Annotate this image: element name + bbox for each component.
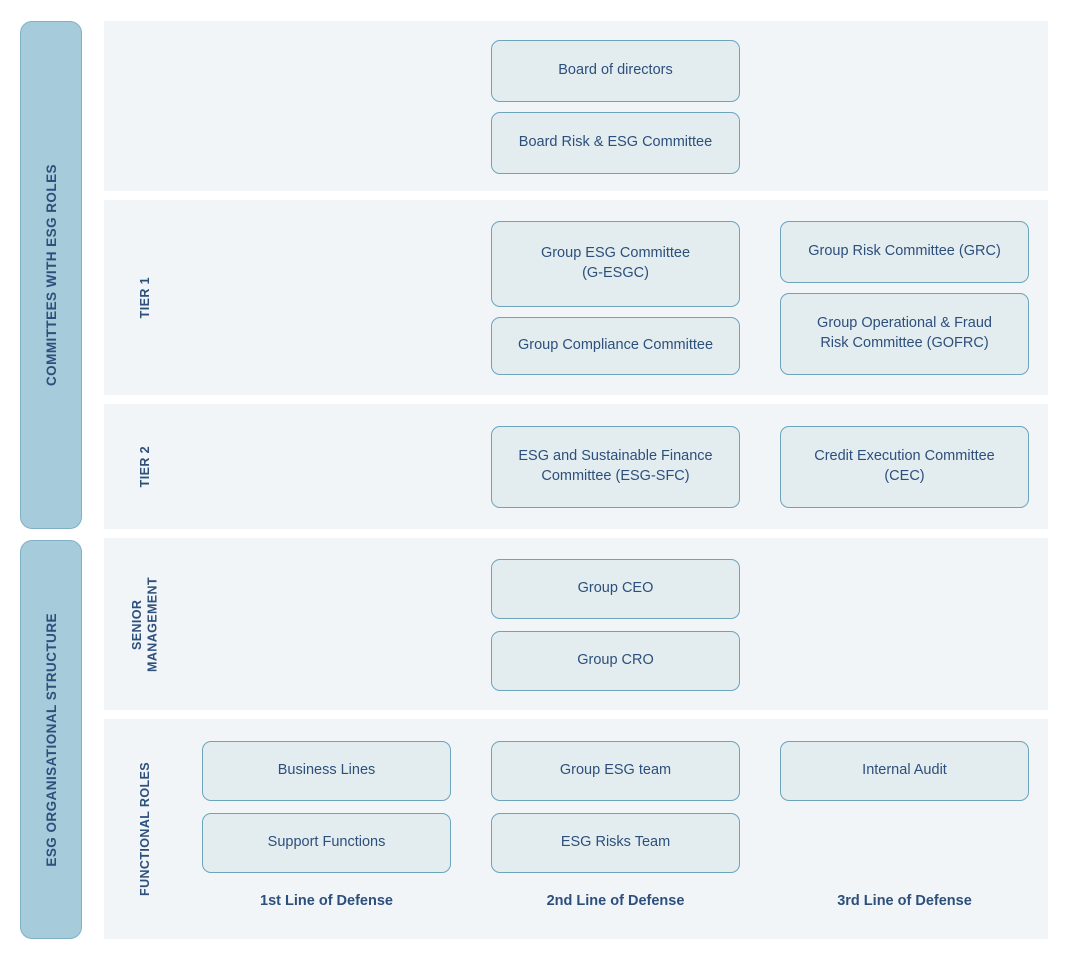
- caption-1st-line-of-defense: 1st Line of Defense: [260, 893, 393, 909]
- node-board-of-directors[interactable]: Board of directors: [491, 40, 740, 102]
- senior-management-label-wrap: SENIOR MANAGEMENT: [122, 538, 170, 710]
- node-group-esg-committee[interactable]: Group ESG Committee (G-ESGC): [491, 221, 740, 307]
- node-group-esg-team[interactable]: Group ESG team: [491, 741, 740, 801]
- sidebar-bar-committees-with-esg-roles: COMMITTEES WITH ESG ROLES: [20, 21, 82, 529]
- tier-1-label-wrap: TIER 1: [122, 200, 170, 395]
- node-esg-risks-team[interactable]: ESG Risks Team: [491, 813, 740, 873]
- tier-2-label: TIER 2: [138, 445, 153, 488]
- node-group-compliance-committee[interactable]: Group Compliance Committee: [491, 317, 740, 375]
- node-esg-and-sustainable-finance-committee[interactable]: ESG and Sustainable Finance Committee (E…: [491, 426, 740, 508]
- tier-1-label: TIER 1: [138, 276, 153, 319]
- functional-roles-label-wrap: FUNCTIONAL ROLES: [122, 719, 170, 939]
- caption-2nd-line-of-defense: 2nd Line of Defense: [546, 893, 685, 909]
- node-internal-audit[interactable]: Internal Audit: [780, 741, 1029, 801]
- sidebar-bar-label-org-structure: ESG ORGANISATIONAL STRUCTURE: [43, 612, 59, 867]
- functional-roles-label: FUNCTIONAL ROLES: [138, 762, 153, 896]
- node-support-functions[interactable]: Support Functions: [202, 813, 451, 873]
- senior-management-label: SENIOR MANAGEMENT: [130, 576, 160, 672]
- sidebar-bar-label-committees: COMMITTEES WITH ESG ROLES: [43, 163, 59, 386]
- node-group-cro[interactable]: Group CRO: [491, 631, 740, 691]
- tier-2-label-wrap: TIER 2: [122, 404, 170, 529]
- node-group-ceo[interactable]: Group CEO: [491, 559, 740, 619]
- node-credit-execution-committee-cec[interactable]: Credit Execution Committee (CEC): [780, 426, 1029, 508]
- node-group-risk-committee-grc[interactable]: Group Risk Committee (GRC): [780, 221, 1029, 283]
- caption-3rd-line-of-defense: 3rd Line of Defense: [837, 893, 972, 909]
- node-group-operational-and-fraud-risk-committee-gofrc[interactable]: Group Operational & Fraud Risk Committee…: [780, 293, 1029, 375]
- node-board-risk-and-esg-committee[interactable]: Board Risk & ESG Committee: [491, 112, 740, 174]
- sidebar-bar-esg-organisational-structure: ESG ORGANISATIONAL STRUCTURE: [20, 540, 82, 939]
- node-business-lines[interactable]: Business Lines: [202, 741, 451, 801]
